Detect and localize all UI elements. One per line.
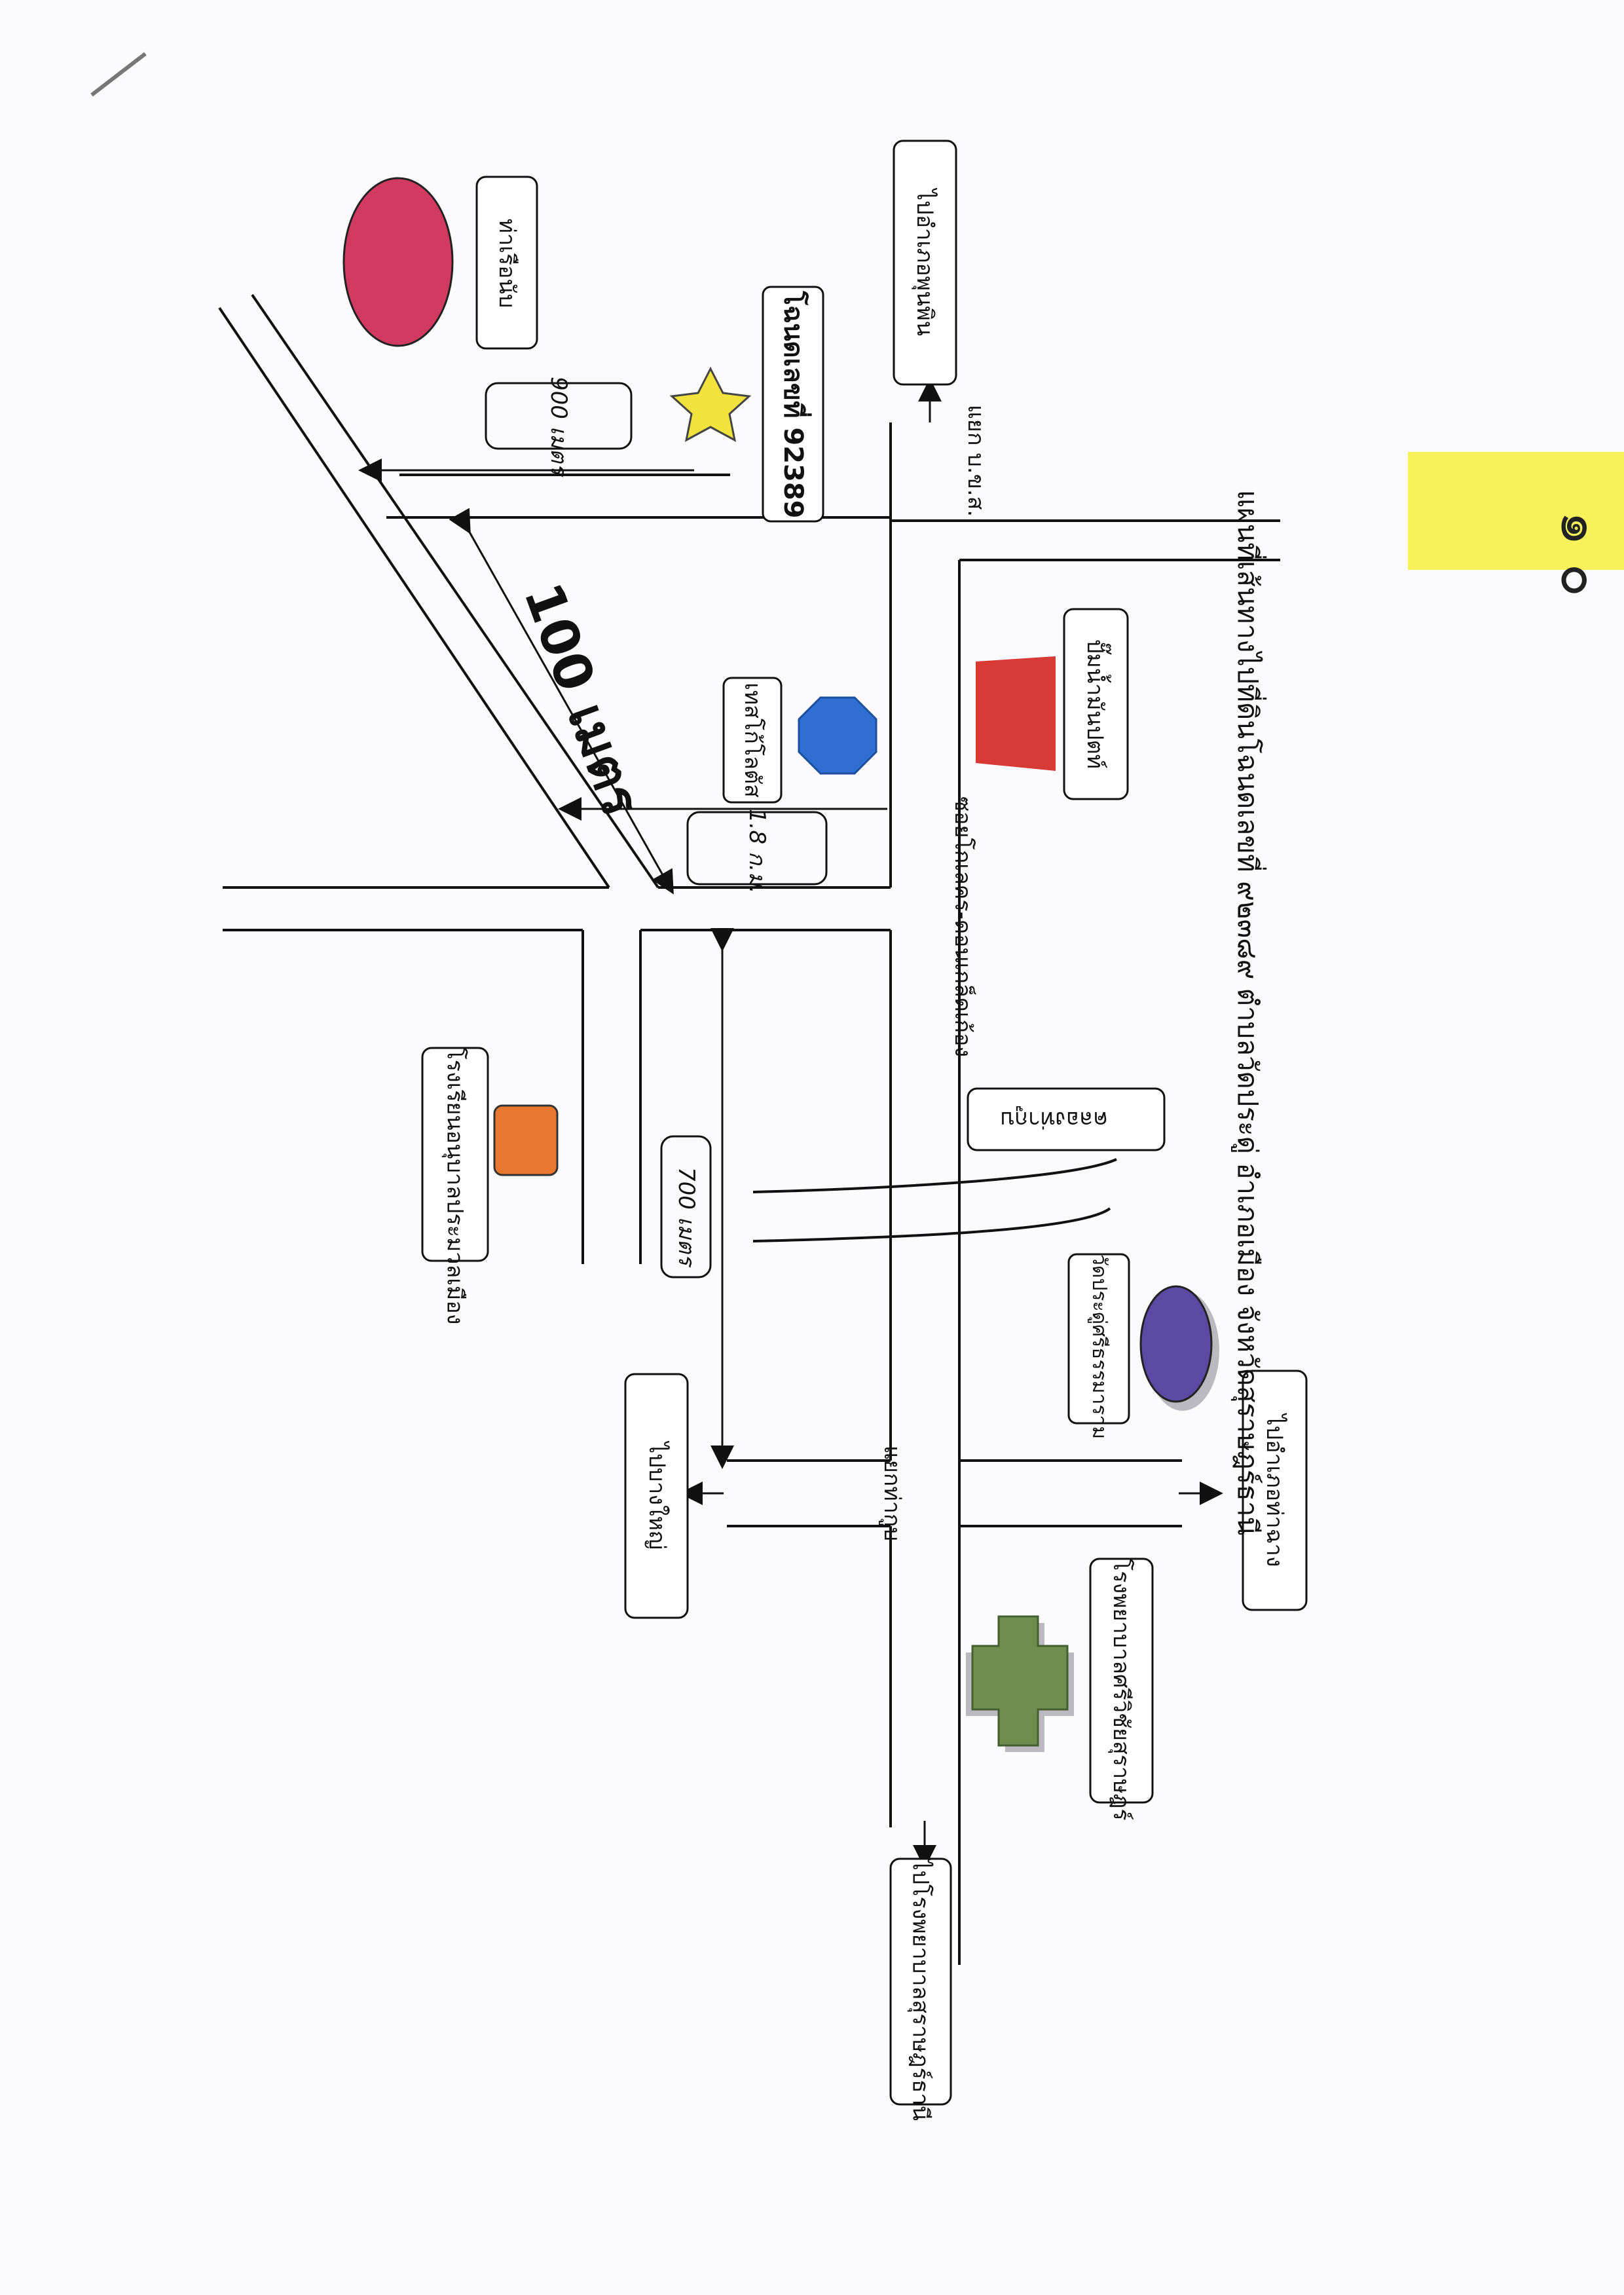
- octagon-marker-icon: [798, 696, 877, 775]
- temple-label: วัดประดู่ศรีธรรมาราม: [1088, 1254, 1111, 1440]
- canal: [752, 1158, 1117, 1242]
- box-temple: [1067, 1253, 1130, 1425]
- to-surat-hospital-label: ไปโรงพยาบาลสุราษฎร์ธานี: [907, 1859, 934, 2121]
- hospital-label: โรงพยาบาลศรีวิชัยสุราษฎร์: [1108, 1559, 1134, 1821]
- tesco-label: เทสโก้โลตัส: [739, 682, 766, 798]
- box-surat-hospital: [889, 1857, 952, 2106]
- distance-700m: 700 เมตร: [673, 1167, 699, 1266]
- box-hospital: [1089, 1558, 1154, 1804]
- staple-mark: [90, 52, 147, 97]
- box-school: [421, 1047, 489, 1262]
- cross-marker-icon: [971, 1615, 1069, 1747]
- thakhun-junction: [727, 1459, 1182, 1527]
- square-marker-icon: [493, 1104, 559, 1176]
- ptt-label: ปั๊มน้ำมันปตท์: [1082, 639, 1108, 770]
- box-thachang: [1242, 1370, 1308, 1611]
- canal-label: คลองท่ากูบ: [1000, 1106, 1108, 1132]
- box-ptt: [1063, 608, 1129, 800]
- box-parcel: [762, 286, 824, 523]
- to-thachang-label: ไปอำเภอท่าฉาง: [1261, 1414, 1287, 1567]
- box-bangyai: [624, 1373, 689, 1619]
- page-number-note: ๑ ๐: [1549, 511, 1613, 597]
- to-phunphin-label: ไปอำเภอพุนพิน: [912, 189, 938, 336]
- distance-900m: 900 เมตร: [545, 377, 572, 476]
- box-phunphin: [893, 140, 957, 386]
- harbor-label: ท่าเรือนับ: [494, 218, 520, 308]
- brace-900m: [485, 382, 633, 450]
- brace-1-8km: [686, 811, 828, 886]
- bks-junction-label: แยก บ.ข.ส.: [963, 405, 989, 517]
- school-label: โรงเรียนอนุบาลประมวลเมือง: [441, 1047, 468, 1325]
- brace-700m: [660, 1135, 712, 1278]
- parcel-label: โฉนดเลขที่ 92389: [778, 291, 808, 519]
- oval-marker-icon: [1139, 1285, 1213, 1403]
- box-canal: [967, 1087, 1166, 1151]
- main-road: [223, 886, 891, 1264]
- trapezoid-marker-icon: [976, 656, 1056, 771]
- sticky-note: [1408, 452, 1624, 570]
- box-harbor: [475, 176, 538, 350]
- soi-label: ซอยโกเลคร-ดอนเกล็ดเก้อง: [950, 796, 976, 1058]
- thakhun-junction-label: แยกท่ากูบ: [879, 1445, 905, 1542]
- distance-1-8km: 1.8 ก.ม.: [744, 809, 770, 894]
- box-tesco: [722, 677, 783, 804]
- star-icon: [669, 366, 752, 442]
- circle-marker-icon: [342, 177, 454, 347]
- arrow-100m: [449, 508, 674, 895]
- to-bangyai-label: ไปบางใหญ่: [644, 1442, 670, 1550]
